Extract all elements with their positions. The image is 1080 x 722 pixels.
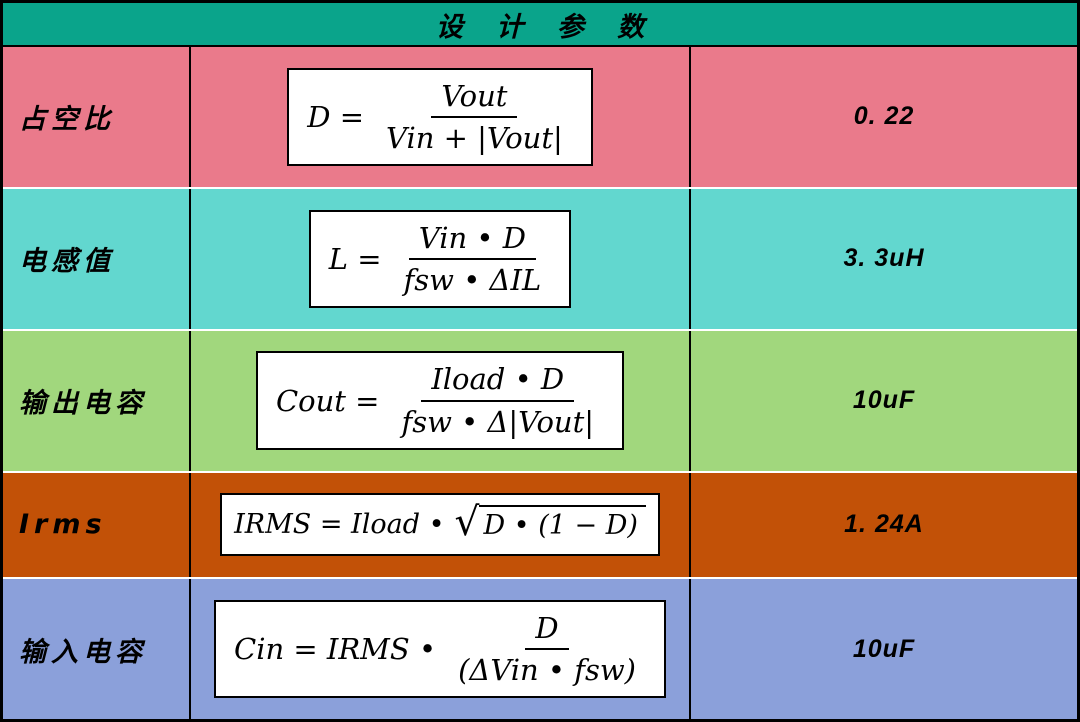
sqrt-radical-sign: √ xyxy=(454,500,480,546)
formula-cell-inductance: L = Vin • D fsw • ΔIL xyxy=(191,188,691,329)
formula-box-duty-cycle: D = Vout Vin + |Vout| xyxy=(287,67,593,167)
fraction: Vin • D fsw • ΔIL xyxy=(394,220,552,299)
formula-lhs: Cout = xyxy=(275,383,380,418)
table-row-output-cap: 输出电容 Cout = Iload • D fsw • Δ|Vout| 10uF xyxy=(3,328,1077,471)
fraction: Iload • D fsw • Δ|Vout| xyxy=(391,361,604,440)
row-label-input-cap: 输入电容 xyxy=(3,579,191,720)
square-root: √ D • (1 − D) xyxy=(454,500,646,546)
formula-cell-irms: IRMS = Iload • √ D • (1 − D) xyxy=(191,472,691,578)
row-value-duty-cycle: 0. 22 xyxy=(853,102,915,131)
row-label-output-cap: 输出电容 xyxy=(3,330,191,471)
row-label-inductance: 电感值 xyxy=(3,188,191,329)
table-row-input-cap: 输入电容 Cin = IRMS • D (ΔVin • fsw) 10uF xyxy=(3,577,1077,720)
fraction-numerator: Vout xyxy=(431,78,518,118)
formula-lhs: Cin = IRMS • xyxy=(234,632,437,667)
table-row-irms: Irms IRMS = Iload • √ D • (1 − D) 1. 24A xyxy=(3,470,1077,578)
formula-box-output-cap: Cout = Iload • D fsw • Δ|Vout| xyxy=(255,351,625,450)
formula-box-inductance: L = Vin • D fsw • ΔIL xyxy=(308,209,572,309)
formula-box-input-cap: Cin = IRMS • D (ΔVin • fsw) xyxy=(214,599,666,699)
fraction-denominator: fsw • ΔIL xyxy=(403,262,542,297)
fraction: D (ΔVin • fsw) xyxy=(448,610,646,689)
fraction-numerator: D xyxy=(525,610,569,651)
fraction-denominator: (ΔVin • fsw) xyxy=(458,653,636,688)
sqrt-radicand: D • (1 − D) xyxy=(479,505,646,541)
table-title: 设 计 参 数 xyxy=(3,3,1077,47)
formula-box-irms: IRMS = Iload • √ D • (1 − D) xyxy=(220,493,660,557)
formula-lhs: IRMS = Iload • xyxy=(234,509,445,541)
formula-lhs: L = xyxy=(328,241,382,276)
table-row-inductance: 电感值 L = Vin • D fsw • ΔIL 3. 3uH xyxy=(3,186,1077,329)
row-label-duty-cycle: 占空比 xyxy=(3,47,191,187)
fraction-denominator: Vin + |Vout| xyxy=(386,120,563,155)
formula-lhs: D = xyxy=(307,99,365,134)
formula-cell-duty-cycle: D = Vout Vin + |Vout| xyxy=(191,47,691,187)
row-label-irms: Irms xyxy=(3,472,191,578)
row-value-output-cap: 10uF xyxy=(852,386,916,415)
formula-cell-output-cap: Cout = Iload • D fsw • Δ|Vout| xyxy=(191,330,691,471)
fraction-denominator: fsw • Δ|Vout| xyxy=(401,404,595,439)
fraction: Vout Vin + |Vout| xyxy=(376,78,573,157)
row-value-input-cap: 10uF xyxy=(852,634,916,663)
table-row-duty-cycle: 占空比 D = Vout Vin + |Vout| 0. 22 xyxy=(3,47,1077,187)
row-value-irms: 1. 24A xyxy=(844,510,924,539)
row-value-inductance: 3. 3uH xyxy=(843,244,925,273)
fraction-numerator: Iload • D xyxy=(421,361,575,402)
fraction-numerator: Vin • D xyxy=(408,220,536,260)
formula-cell-input-cap: Cin = IRMS • D (ΔVin • fsw) xyxy=(191,579,691,720)
